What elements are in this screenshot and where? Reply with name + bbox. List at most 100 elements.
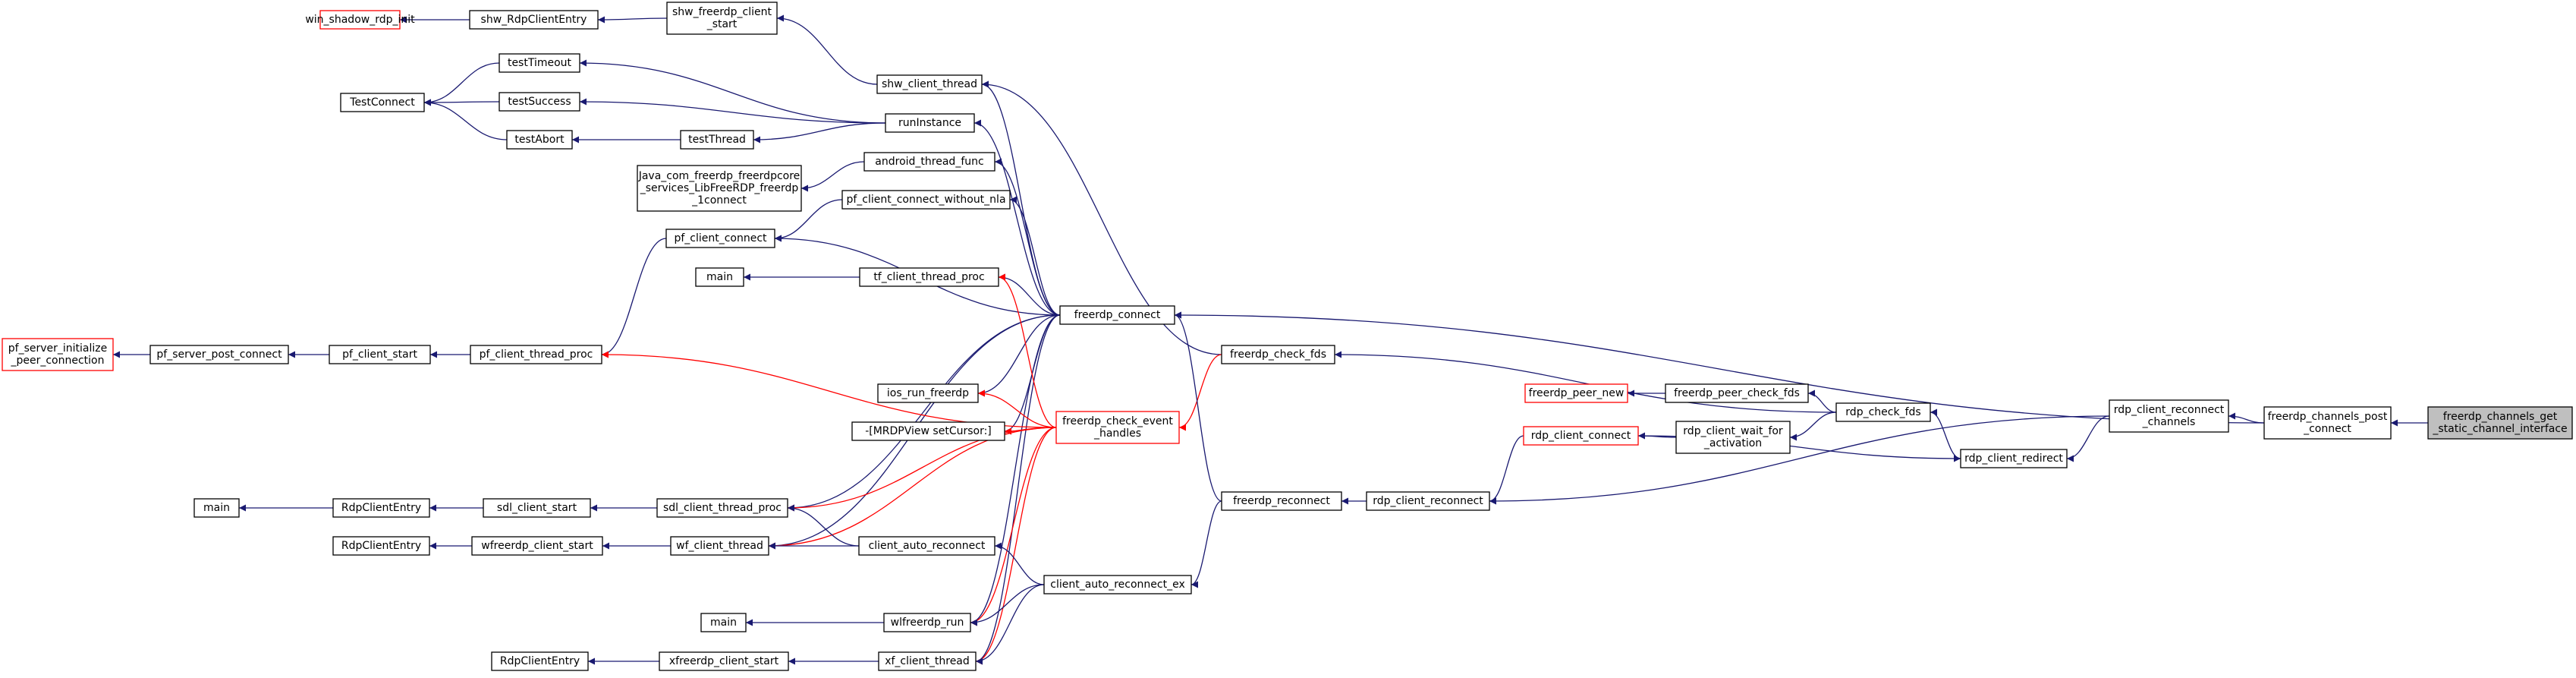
- node-runinstance[interactable]: runInstance: [885, 113, 975, 133]
- edges-layer: [112, 14, 2428, 665]
- node-testsuccess[interactable]: testSuccess: [499, 92, 580, 112]
- node-label: _peer_connection: [10, 355, 104, 367]
- node-tf-thread[interactable]: tf_client_thread_proc: [859, 267, 999, 287]
- node-box: [332, 536, 430, 556]
- node-label: win_shadow_rdp_init: [305, 14, 415, 26]
- node-box: [1960, 449, 2068, 468]
- node-main-wl[interactable]: main: [700, 613, 747, 632]
- node-rdp-check-fds[interactable]: rdp_check_fds: [1835, 402, 1931, 422]
- node-label: wf_client_thread: [676, 540, 763, 552]
- edge-sdl-thread-to-event-handles: [787, 427, 1057, 512]
- node-box: [506, 130, 573, 150]
- node-event-handles[interactable]: freerdp_check_event_handles: [1055, 411, 1180, 444]
- node-pf-thread-proc[interactable]: pf_client_thread_proc: [470, 345, 602, 364]
- node-shw-rdp[interactable]: shw_RdpClientEntry: [469, 10, 599, 30]
- node-label: _connect: [2303, 423, 2351, 435]
- node-reconnect-channels[interactable]: rdp_client_reconnect_channels: [2109, 399, 2229, 433]
- node-label: pf_server_initialize: [8, 342, 107, 355]
- node-get-static[interactable]: freerdp_channels_get_static_channel_inte…: [2427, 406, 2573, 440]
- edge-testconnect-to-testabort: [423, 99, 508, 140]
- edge-tf-thread-to-event-handles: [998, 273, 1057, 428]
- node-auto-reconnect-ex[interactable]: client_auto_reconnect_ex: [1043, 575, 1192, 594]
- node-freerdp-reconnect[interactable]: freerdp_reconnect: [1221, 491, 1342, 511]
- edge-wl-run-to-freerdp-connect: [970, 314, 1061, 626]
- node-ios[interactable]: ios_run_freerdp: [877, 383, 979, 403]
- node-peer-new[interactable]: freerdp_peer_new: [1524, 383, 1628, 403]
- node-pf-client-start[interactable]: pf_client_start: [329, 345, 431, 364]
- node-pf-server-post[interactable]: pf_server_post_connect: [149, 345, 289, 364]
- node-win-shadow[interactable]: win_shadow_rdp_init: [305, 10, 415, 30]
- node-xf-start[interactable]: xfreerdp_client_start: [659, 651, 789, 671]
- edge-pf-connect-to-pf-without-nla: [774, 199, 843, 242]
- node-label: rdp_client_reconnect: [2114, 404, 2225, 416]
- node-box: [656, 498, 788, 518]
- node-rdpentry-wf[interactable]: RdpClientEntry: [332, 536, 430, 556]
- node-sdl-start[interactable]: sdl_client_start: [483, 498, 591, 518]
- node-shw-start[interactable]: shw_freerdp_client_start: [666, 2, 778, 35]
- node-box: [491, 651, 589, 671]
- node-box: [332, 498, 430, 518]
- edge-rdp-reconnect-to-reconnect-channels: [1489, 415, 2110, 505]
- node-box: [470, 345, 602, 364]
- node-box: [149, 345, 289, 364]
- node-mrdp[interactable]: -[MRDPView setCursor:]: [851, 421, 1005, 441]
- node-testtimeout[interactable]: testTimeout: [499, 53, 580, 73]
- node-label: rdp_client_wait_for: [1683, 425, 1783, 437]
- node-peer-check[interactable]: freerdp_peer_check_fds: [1665, 383, 1809, 403]
- node-label: rdp_client_redirect: [1964, 453, 2063, 465]
- node-rdpentry-sdl[interactable]: RdpClientEntry: [332, 498, 430, 518]
- node-wf-thread[interactable]: wf_client_thread: [670, 536, 769, 556]
- node-box: [659, 651, 789, 671]
- node-box: [2, 338, 114, 371]
- node-java[interactable]: Java_com_freerdp_freerdpcore_services_Li…: [637, 165, 802, 212]
- node-box: [483, 498, 591, 518]
- node-freerdp-connect[interactable]: freerdp_connect: [1059, 305, 1175, 325]
- node-pf-server-init[interactable]: pf_server_initialize_peer_connection: [2, 338, 114, 371]
- node-wl-run[interactable]: wlfreerdp_run: [883, 613, 971, 632]
- edge-testthread-to-runinstance: [753, 122, 886, 143]
- node-wait-activation[interactable]: rdp_client_wait_for_activation: [1675, 421, 1791, 454]
- node-xf-thread[interactable]: xf_client_thread: [878, 651, 977, 671]
- node-rdpentry-xf[interactable]: RdpClientEntry: [491, 651, 589, 671]
- node-pf-without-nla[interactable]: pf_client_connect_without_nla: [841, 190, 1011, 210]
- node-rdp-redirect[interactable]: rdp_client_redirect: [1960, 449, 2068, 468]
- node-testabort[interactable]: testAbort: [506, 130, 573, 150]
- node-box: [469, 10, 599, 30]
- edge-event-handles-to-check-fds: [1178, 354, 1222, 431]
- edge-check-fds-to-rdp-check-fds: [1334, 351, 1837, 413]
- node-label: main: [710, 617, 737, 629]
- node-rdp-client-connect[interactable]: rdp_client_connect: [1523, 426, 1639, 446]
- node-label: rdp_client_connect: [1531, 430, 1631, 442]
- node-box: [1675, 421, 1791, 454]
- node-box: [885, 113, 975, 133]
- node-sdl-thread[interactable]: sdl_client_thread_proc: [656, 498, 788, 518]
- node-label: rdp_client_reconnect: [1373, 495, 1483, 507]
- node-main-sdl[interactable]: main: [193, 498, 240, 518]
- node-testthread[interactable]: testThread: [680, 130, 754, 150]
- node-check-fds[interactable]: freerdp_check_fds: [1221, 345, 1335, 364]
- node-label: rdp_check_fds: [1845, 406, 1920, 418]
- node-main-tf[interactable]: main: [695, 267, 744, 287]
- node-wf-start[interactable]: wfreerdp_client_start: [471, 536, 603, 556]
- node-label: Java_com_freerdp_freerdpcore: [638, 170, 800, 182]
- edge-xf-thread-to-auto-reconnect-ex: [975, 584, 1045, 665]
- node-label: pf_client_start: [342, 348, 417, 361]
- node-label: freerdp_channels_post: [2268, 411, 2388, 423]
- node-shw-thread[interactable]: shw_client_thread: [876, 74, 983, 94]
- node-post-connect[interactable]: freerdp_channels_post_connect: [2263, 406, 2392, 440]
- node-rdp-reconnect[interactable]: rdp_client_reconnect: [1366, 491, 1490, 511]
- node-box: [1221, 491, 1342, 511]
- node-label: _1connect: [691, 194, 747, 207]
- node-box: [1059, 305, 1175, 325]
- node-android[interactable]: android_thread_func: [863, 152, 995, 172]
- node-box: [499, 53, 580, 73]
- node-testconnect[interactable]: TestConnect: [340, 93, 425, 112]
- node-box: [858, 536, 995, 556]
- edge-rdp-redirect-to-reconnect-channels: [2066, 415, 2110, 462]
- node-label: pf_client_connect: [674, 232, 767, 244]
- edge-testsuccess-to-runinstance: [579, 98, 886, 124]
- node-pf-connect[interactable]: pf_client_connect: [665, 229, 775, 248]
- node-auto-reconnect[interactable]: client_auto_reconnect: [858, 536, 995, 556]
- node-label: freerdp_check_fds: [1230, 348, 1326, 361]
